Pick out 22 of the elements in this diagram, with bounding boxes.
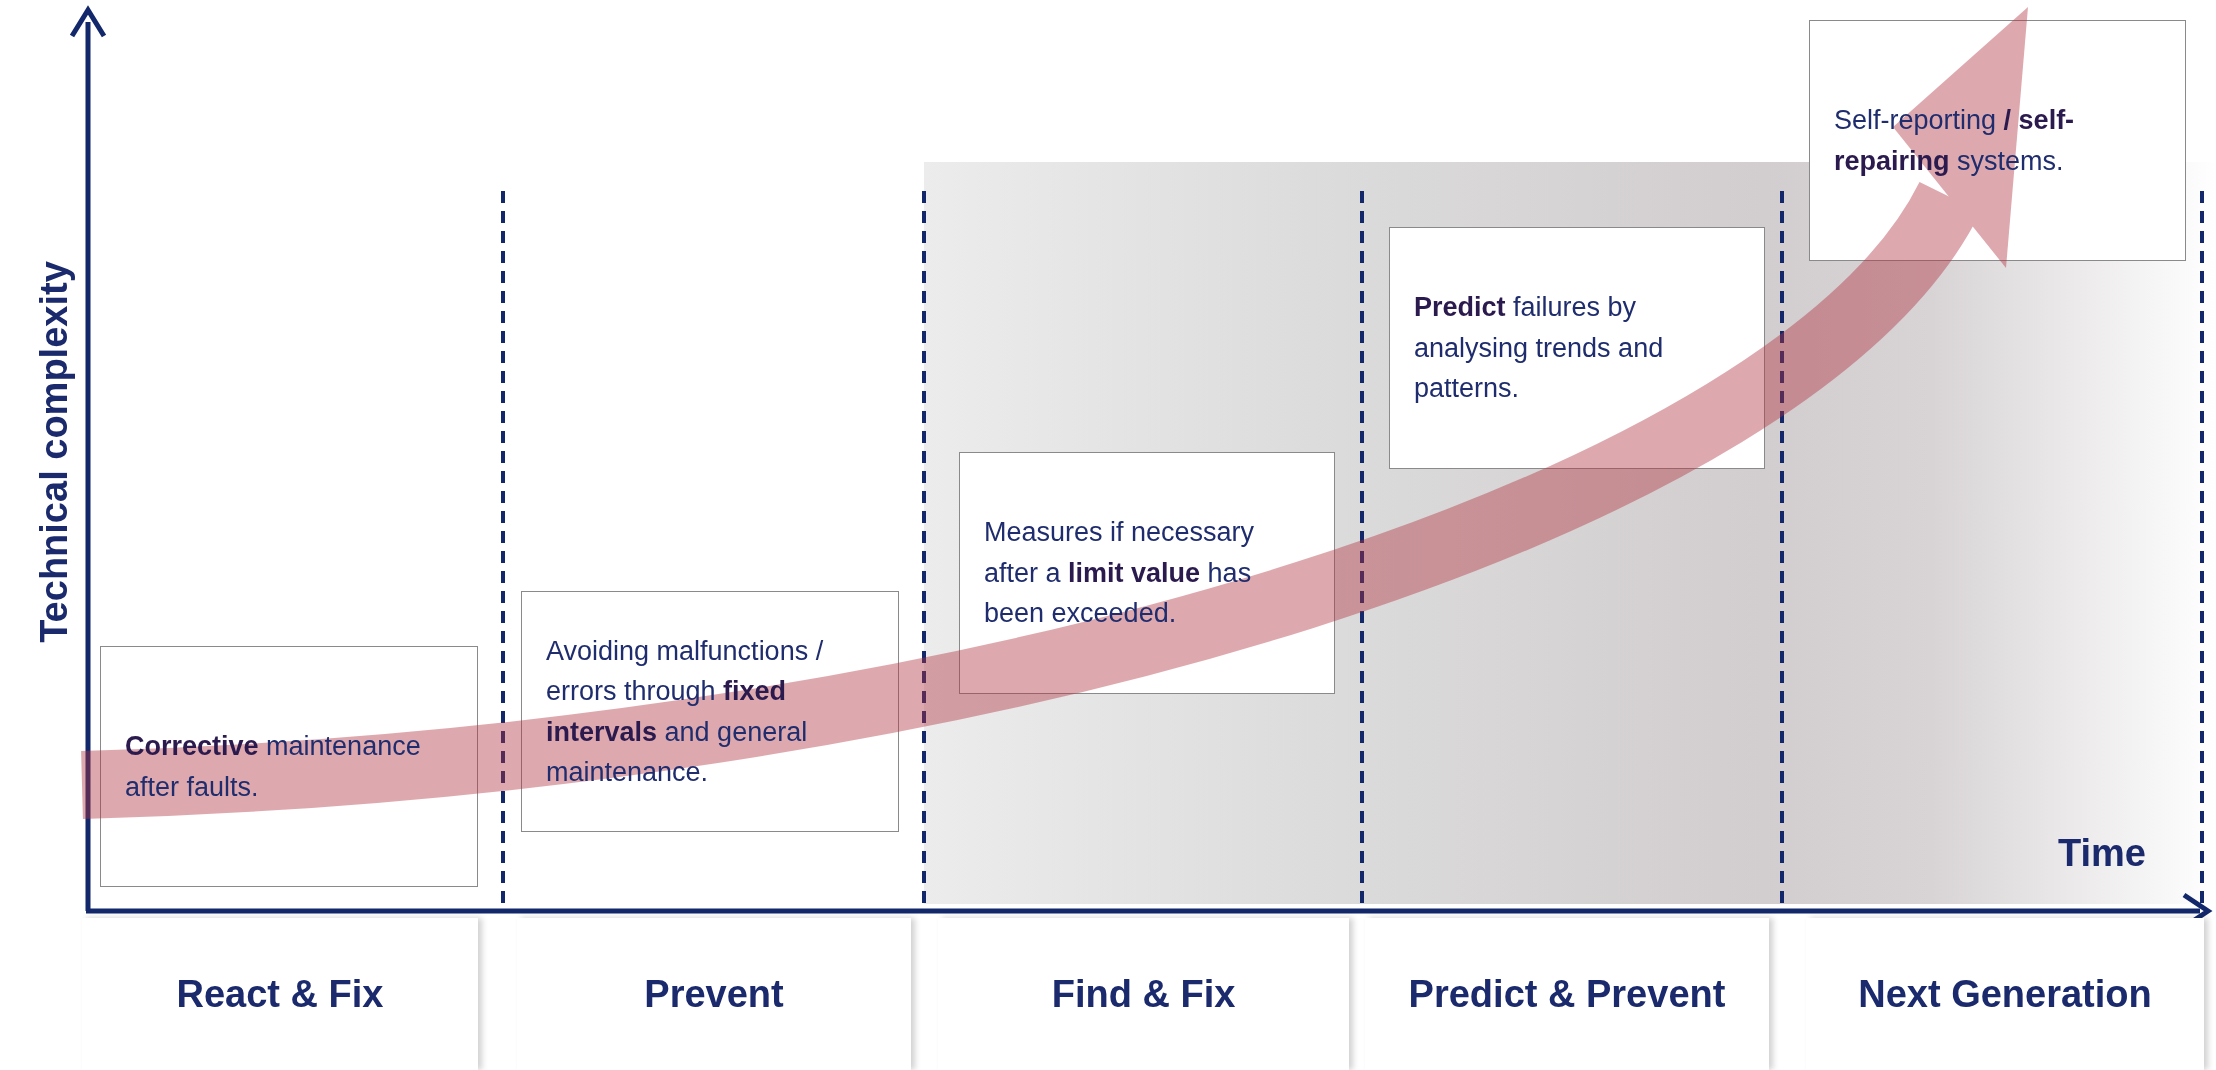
description-text: Predict failures by analysing trends and patterns. <box>1414 291 1665 406</box>
phase-card <box>82 918 478 1070</box>
description-text: Avoiding malfunctions / errors through fixed intervals and general maintenance. <box>546 634 825 789</box>
phase-title: Next Generation <box>1858 972 2152 1016</box>
text-box <box>1809 20 2186 261</box>
axis-label: Technical complexity <box>32 261 76 643</box>
axis-label: Time <box>2058 832 2146 875</box>
description-text: Self-reporting / self-repairing systems. <box>1834 104 2076 178</box>
phase-title: Predict & Prevent <box>1408 972 1726 1016</box>
phase-card <box>1806 918 2204 1070</box>
phase-card <box>938 918 1349 1070</box>
phase-title: React & Fix <box>176 972 384 1016</box>
description-text: Corrective maintenance after faults. <box>125 730 422 804</box>
phase-card <box>517 918 911 1070</box>
phase-title: Prevent <box>644 972 784 1016</box>
text-box <box>100 646 478 887</box>
text-box <box>521 591 899 832</box>
phase-card <box>1365 918 1769 1070</box>
phase-title: Find & Fix <box>1051 972 1236 1016</box>
description-text: Measures if necessary after a limit value has been exceeded. <box>984 516 1256 631</box>
text-box <box>959 452 1335 694</box>
text-box <box>1389 227 1765 469</box>
